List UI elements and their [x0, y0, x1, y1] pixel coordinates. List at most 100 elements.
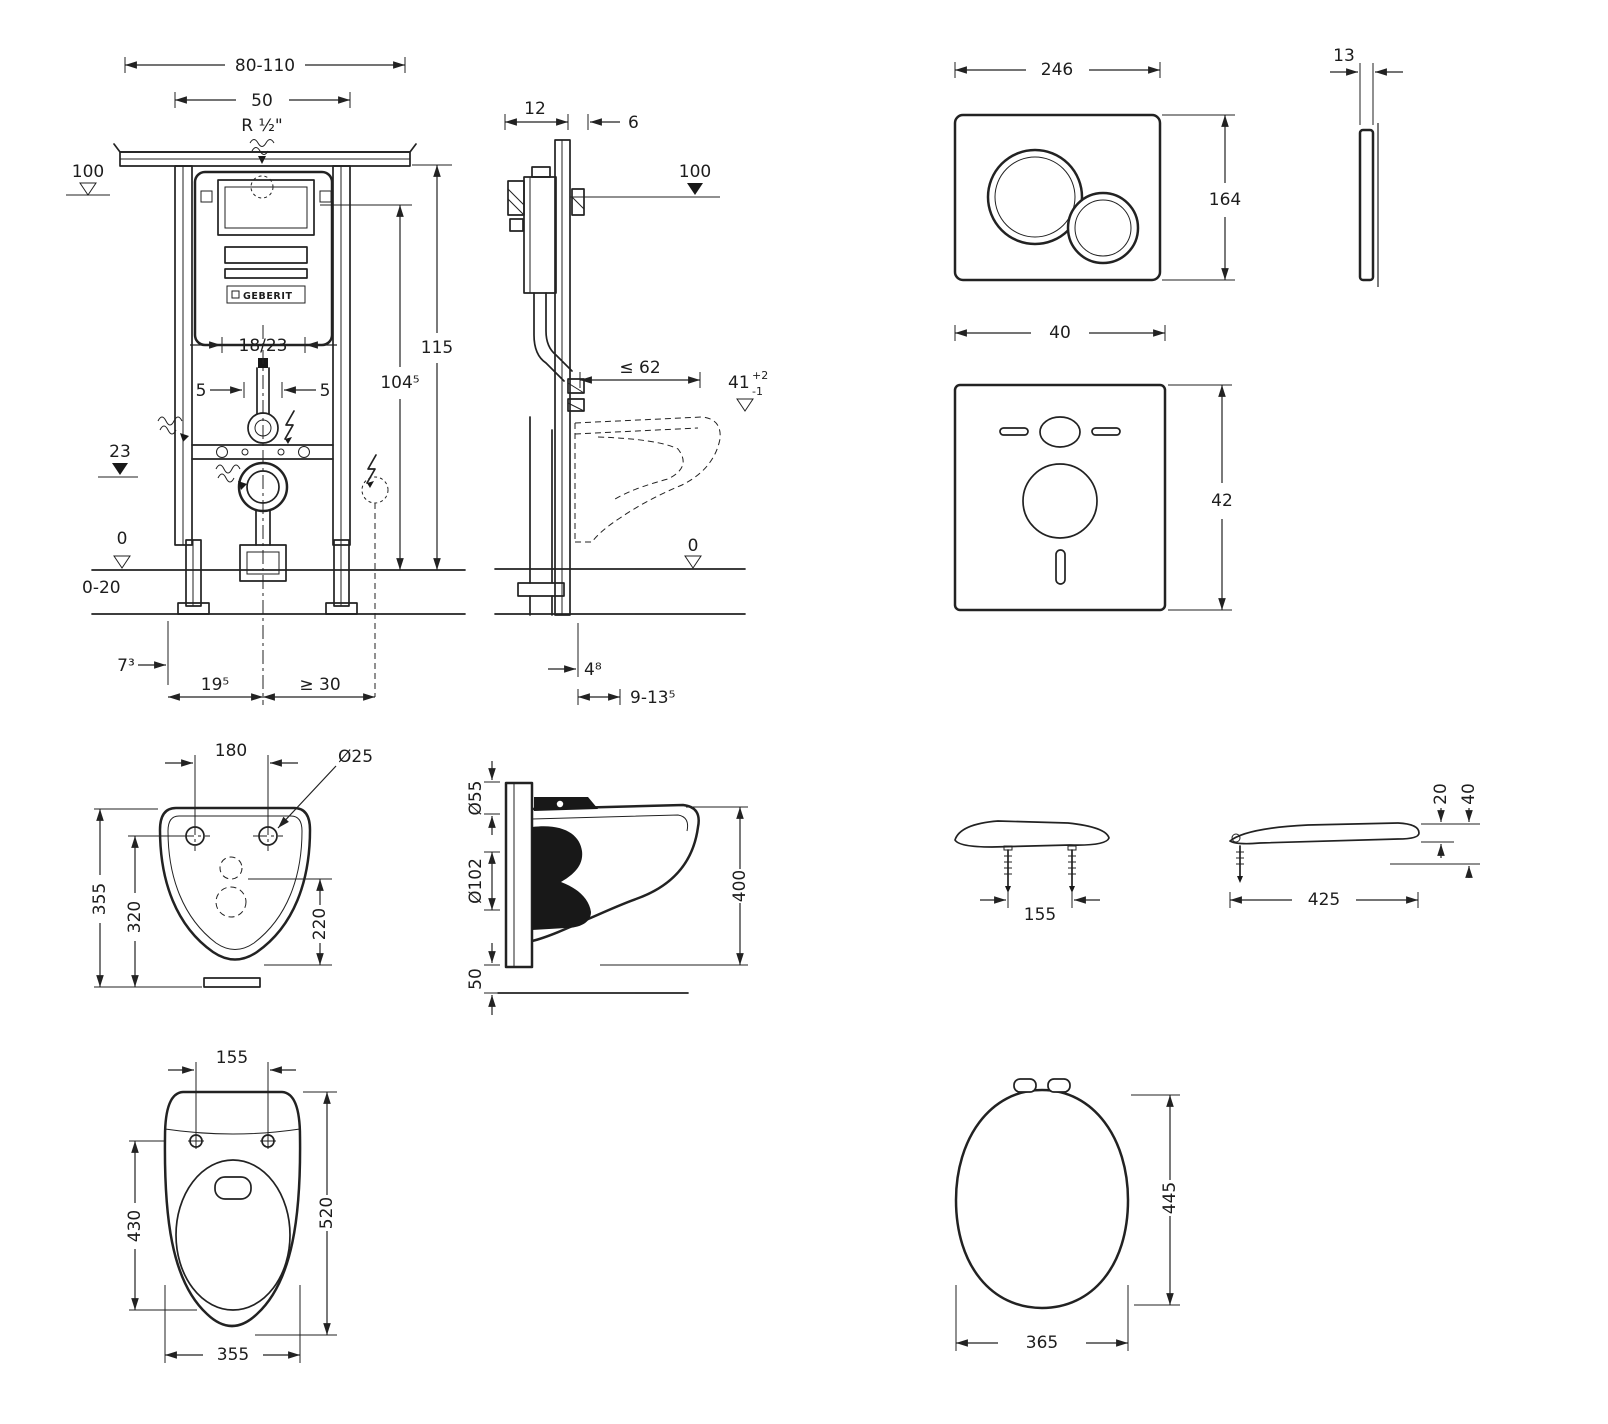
- dim-plate-height: 164: [1162, 114, 1241, 281]
- down-arrow-icon: [258, 156, 266, 164]
- open-level-triangle-icon: [113, 555, 131, 569]
- tolerance-minus-label: -1: [752, 385, 763, 398]
- open-level-triangle-icon: [684, 555, 702, 569]
- level-23-label: 23: [109, 442, 131, 462]
- bowl-front-shape: [158, 806, 312, 988]
- dim-outlet-height: 41 +2 -1: [728, 369, 768, 412]
- dim-depth-6: 6: [587, 113, 639, 133]
- dim-min-side: ≥ 30: [263, 675, 375, 701]
- dim-outlet-height-label: 41: [728, 373, 750, 393]
- dim-offset-5-5: 5 5: [196, 381, 331, 401]
- dim-depth-12: 12: [504, 99, 569, 130]
- dim-40-label: 40: [1459, 783, 1479, 805]
- electrical-symbol: [284, 410, 295, 444]
- wall-plate: [504, 781, 534, 969]
- dim-total-length: 520: [255, 1091, 337, 1336]
- flush-plate-front: [953, 113, 1162, 282]
- dim-leg-spacing-label: 19⁵: [201, 675, 229, 695]
- dim-inner-length: 430: [125, 1140, 197, 1311]
- dim-floor-range-label: 0-20: [82, 578, 121, 598]
- dim-outlet-diameter: Ø102: [466, 851, 500, 911]
- dim-frame-width-range: 80-110: [124, 56, 406, 76]
- open-level-triangle-icon: [79, 182, 97, 196]
- dim-mat-width: 40: [954, 323, 1166, 343]
- dim-mat-height: 42: [1168, 384, 1233, 611]
- dim-365-label: 365: [1026, 1333, 1058, 1353]
- dim-20-label: 20: [1431, 783, 1451, 805]
- drain-pipe-profile: [517, 416, 565, 616]
- brand-logo-label: GEBERIT: [243, 291, 293, 302]
- level-mark-100: 100: [570, 162, 720, 198]
- dim-hole-dia-label: Ø25: [338, 747, 373, 767]
- dim-top-width-label: 50: [251, 91, 273, 111]
- level-mark-100: 100: [66, 162, 110, 196]
- dim-outlet-max-label: ≤ 62: [619, 358, 660, 378]
- vapor-symbol: [215, 464, 247, 490]
- small-flush-button: [1066, 191, 1140, 265]
- frame-structure: [113, 143, 417, 615]
- dim-height-mid: 320: [125, 835, 182, 987]
- bowl-top-shape: [163, 1090, 302, 1328]
- dim-leg-spacing: 19⁵: [168, 675, 263, 701]
- dim-width-range-label: 80-110: [235, 56, 295, 76]
- level-0-label: 0: [688, 536, 699, 556]
- level-mark-0: 0: [113, 529, 131, 569]
- level-100-label: 100: [72, 162, 104, 182]
- dim-bottom-50: 50: [466, 943, 500, 1015]
- dim-hole-spacing: 180: [165, 741, 298, 825]
- dim-hole-spacing: 155: [168, 1048, 296, 1133]
- dim-hinge-spacing-label: 155: [1024, 905, 1056, 925]
- level-0-label: 0: [117, 529, 128, 549]
- dim-seat-top-length: 445: [1131, 1094, 1180, 1306]
- seat-top-shape: [954, 1078, 1130, 1310]
- dim-seat-thickness: 20: [1421, 783, 1480, 858]
- dim-plate-width: 246: [954, 60, 1161, 80]
- dim-offset-left-label: 5: [196, 381, 207, 401]
- rail-profile: [554, 139, 571, 616]
- dim-height-total-label: 115: [421, 338, 453, 358]
- dim-445-label: 445: [1160, 1182, 1180, 1214]
- dim-430-label: 430: [125, 1210, 145, 1242]
- hinge-cap: [1047, 1078, 1071, 1093]
- dim-320-label: 320: [125, 901, 145, 933]
- dim-outlet-max: ≤ 62: [579, 358, 701, 388]
- dim-depth-6-label: 6: [628, 113, 639, 133]
- level-mark-23: 23: [98, 442, 138, 478]
- level-mark-0: 0: [684, 536, 702, 569]
- vapor-symbol: [157, 416, 189, 442]
- filled-level-triangle-icon: [687, 183, 703, 195]
- dim-220-label: 220: [310, 908, 330, 940]
- sound-mat-shape: [953, 383, 1167, 612]
- dim-plate-width-label: 246: [1041, 60, 1073, 80]
- floor-lines: [91, 569, 466, 615]
- dim-plate-height-label: 164: [1209, 190, 1241, 210]
- seat-side-long: [1229, 822, 1420, 845]
- hinge-bolt: [1236, 845, 1244, 883]
- dim-hinge-spacing: 155: [980, 892, 1100, 925]
- dim-50-label: 50: [466, 968, 486, 990]
- dim-foot-offset: 7³: [117, 621, 169, 685]
- dim-wall-range-label: 9-13⁵: [630, 688, 675, 708]
- seat-side-views: 155 425 20 40: [954, 783, 1480, 925]
- dim-mat-height-label: 42: [1211, 491, 1233, 511]
- flush-bend-assembly: [247, 325, 279, 705]
- dim-inlet-diameter: Ø55: [466, 761, 500, 835]
- level-100-label: 100: [679, 162, 711, 182]
- dim-height-low: 220: [248, 878, 332, 966]
- dim-height-inner: 104⁵: [320, 204, 420, 570]
- dim-min-side-label: ≥ 30: [299, 675, 340, 695]
- hinge-bolt: [1004, 849, 1012, 893]
- cistern: GEBERIT: [193, 170, 334, 347]
- seat-side-short: [954, 820, 1110, 851]
- dim-hole-diameter: Ø25: [277, 747, 373, 829]
- dim-height-total: 115: [412, 164, 453, 570]
- dim-outlet-label: Ø102: [466, 858, 486, 904]
- bowl-top-view: 155 430 520 355: [125, 1048, 337, 1365]
- dim-height-inner-label: 104⁵: [380, 373, 419, 393]
- dim-frame-top-width: 50: [174, 91, 351, 111]
- dim-rail-offset: 4⁸: [548, 623, 602, 680]
- frame-side-view: 12 6 100: [494, 99, 768, 708]
- dim-seat-length: 425: [1229, 890, 1419, 910]
- dim-355-label: 355: [217, 1345, 249, 1365]
